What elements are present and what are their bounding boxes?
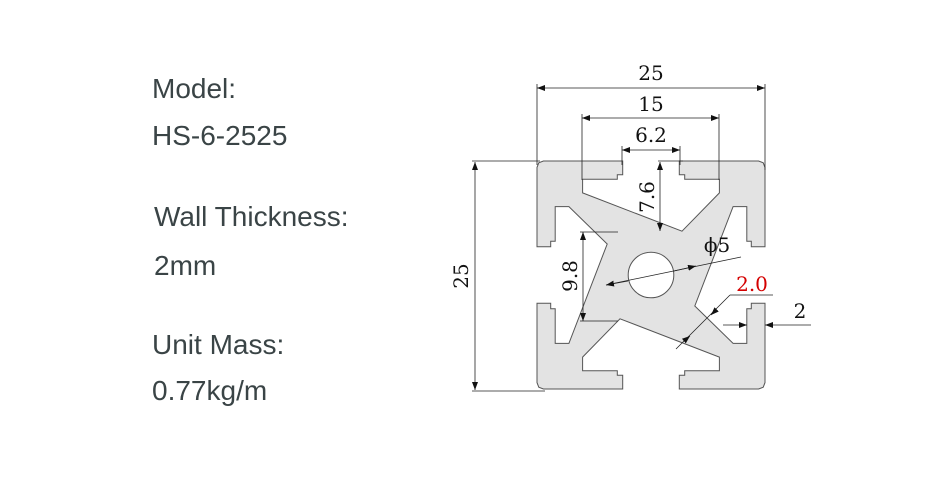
dim-label-hole-diameter: ϕ5 bbox=[704, 233, 730, 257]
dim-label-core: 9.8 bbox=[558, 260, 582, 292]
dim-label-depth: 7.6 bbox=[635, 181, 659, 213]
unit-mass-label: Unit Mass: bbox=[152, 329, 285, 360]
dim-line-diameter bbox=[605, 280, 629, 287]
dim-label-wall-thickness: 2 bbox=[794, 299, 807, 323]
dim-line-web bbox=[710, 307, 719, 316]
wall-thickness-value: 2mm bbox=[154, 250, 217, 281]
dim-line-diameter bbox=[673, 264, 697, 272]
model-value: HS-6-2525 bbox=[152, 120, 288, 151]
leader-diameter bbox=[605, 256, 742, 286]
dim-label-height-25: 25 bbox=[449, 263, 473, 288]
dim-label-width-15: 15 bbox=[638, 92, 663, 116]
dim-label-opening: 6.2 bbox=[635, 123, 667, 147]
wall-thickness-label: Wall Thickness: bbox=[154, 201, 349, 232]
model-label: Model: bbox=[152, 73, 237, 104]
dim-label-web-thickness: 2.0 bbox=[736, 272, 768, 296]
unit-mass-value: 0.77kg/m bbox=[152, 375, 268, 406]
dim-line-web bbox=[681, 335, 691, 344]
dim-label-width-25: 25 bbox=[638, 61, 663, 85]
aluminum-profile-section bbox=[536, 160, 766, 390]
